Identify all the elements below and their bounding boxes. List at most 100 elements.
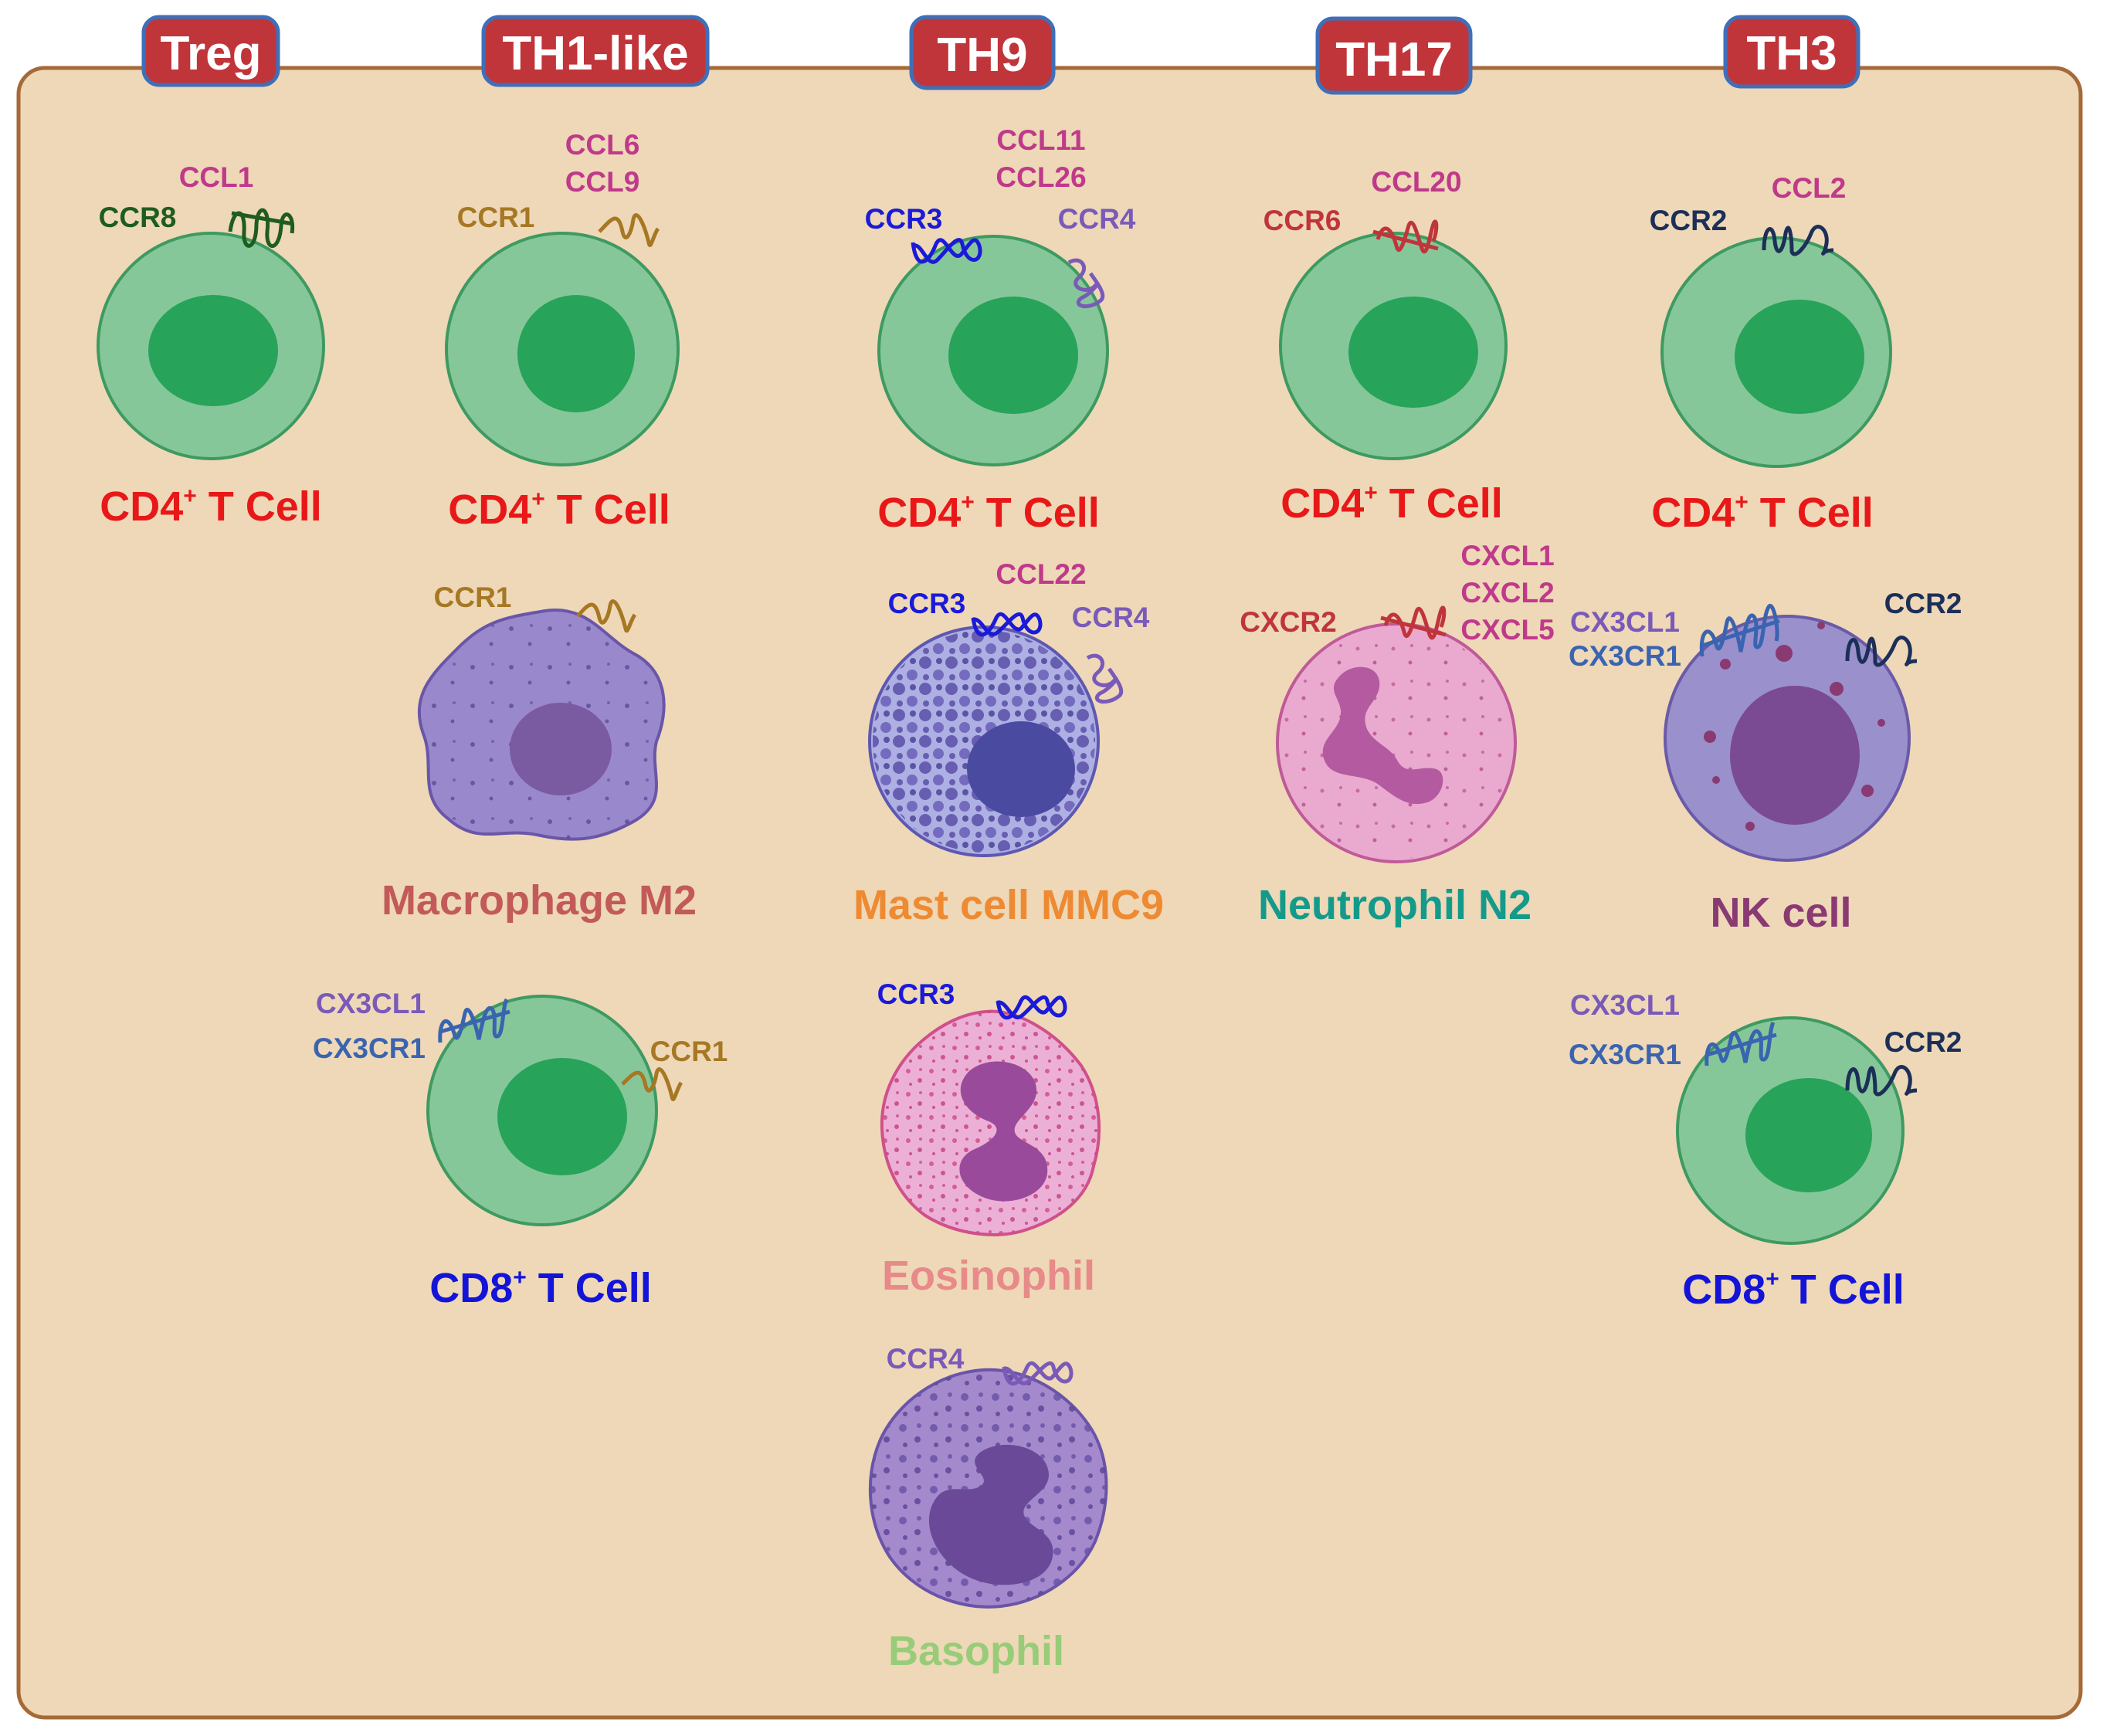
ccl2-ligand-label: CCL2	[1772, 172, 1847, 204]
ccr1-receptor-icon	[598, 213, 660, 247]
cd8-t-cell-label: CD8+ T Cell	[429, 1265, 652, 1311]
cxcl2-ligand-label: CXCL2	[1460, 577, 1554, 609]
th3-cd8-t-cell: CX3CL1 CX3CR1 CCR2 CD8+ T Cell	[1569, 989, 1962, 1313]
cd4-t-cell-label: CD4+ T Cell	[100, 483, 322, 530]
ccr3-receptor-icon	[911, 238, 982, 264]
macrophage-nucleus	[510, 703, 612, 795]
ccr4-receptor-icon	[1067, 258, 1105, 309]
ccr3-receptor-label: CCR3	[865, 203, 943, 235]
cx3cl1-ligand-label: CX3CL1	[316, 988, 426, 1019]
ccr2-receptor-label: CCR2	[1884, 1026, 1962, 1058]
cxcr2-receptor-icon	[1380, 605, 1447, 640]
ccl26-ligand-label: CCL26	[996, 161, 1086, 193]
cx3cr1-receptor-label: CX3CR1	[1569, 1039, 1681, 1070]
ccr3-receptor-label: CCR3	[888, 588, 966, 619]
ccr2-receptor-icon	[1762, 225, 1834, 256]
ccr2-receptor-label: CCR2	[1650, 205, 1728, 236]
nk-nucleus	[1730, 686, 1860, 825]
mast-cell-mmc9: CCL22 CCR3 CCR4 Mast cell MMC9	[853, 558, 1164, 928]
header-th1-like: TH1-like	[481, 15, 710, 87]
th17-cd4-t-cell: CCL20 CCR6 CD4+ T Cell	[1263, 166, 1508, 527]
cx3cr1-receptor-icon	[1704, 1021, 1777, 1066]
ccr4-receptor-icon	[1002, 1361, 1074, 1386]
ccl20-ligand-label: CCL20	[1371, 166, 1461, 198]
ccl9-ligand-label: CCL9	[565, 166, 640, 198]
eosinophil-cell: CCR3 Eosinophil	[877, 978, 1101, 1299]
th3-cd4-t-cell: CCL2 CCR2 CD4+ T Cell	[1650, 172, 1892, 536]
macrophage-m2-cell: CCR1 Macrophage M2	[382, 581, 697, 924]
ccr6-receptor-icon	[1372, 219, 1439, 254]
ccr6-receptor-label: CCR6	[1263, 205, 1342, 236]
ccr8-receptor-icon	[228, 208, 295, 249]
eosinophil-nucleus	[959, 1061, 1048, 1202]
ccr4-receptor-icon	[1086, 653, 1124, 704]
cell-nucleus	[1745, 1078, 1872, 1192]
ccl22-ligand-label: CCL22	[996, 558, 1086, 590]
cx3cr1-receptor-label: CX3CR1	[1569, 640, 1681, 672]
ccr8-receptor-label: CCR8	[99, 202, 177, 233]
header-th17-label: TH17	[1335, 33, 1453, 86]
ccl6-ligand-label: CCL6	[565, 129, 640, 161]
cell-nucleus	[1735, 300, 1864, 414]
header-treg-label: Treg	[161, 27, 262, 80]
ccl1-ligand-label: CCL1	[179, 161, 254, 193]
mast-nucleus	[967, 721, 1075, 817]
th9-cd4-t-cell: CCL11 CCL26 CCR3 CCR4 CD4+ T Cell	[865, 124, 1136, 536]
cell-nucleus	[148, 295, 278, 406]
ccr1-receptor-icon	[576, 599, 637, 633]
cx3cl1-ligand-label: CX3CL1	[1570, 606, 1680, 638]
cxcl5-ligand-label: CXCL5	[1460, 614, 1554, 646]
basophil-nucleus	[928, 1444, 1053, 1585]
cx3cr1-receptor-icon	[1699, 603, 1780, 657]
header-th3: TH3	[1723, 15, 1860, 89]
cell-nucleus	[497, 1058, 627, 1175]
ccr2-receptor-label: CCR2	[1884, 588, 1962, 619]
neutrophil-n2-cell: CXCR2 CXCL1 CXCL2 CXCL5 Neutrophil N2	[1240, 540, 1554, 928]
mast-cell-label: Mast cell MMC9	[853, 882, 1164, 928]
nk-cell: CX3CL1 CX3CR1 CCR2 NK cell	[1569, 588, 1962, 936]
ccr1-receptor-label: CCR1	[434, 581, 512, 613]
cxcr2-receptor-label: CXCR2	[1240, 606, 1336, 638]
neutrophil-nucleus	[1322, 666, 1443, 805]
ccr3-receptor-icon	[971, 612, 1043, 637]
header-th17: TH17	[1315, 16, 1473, 95]
cell-nucleus	[948, 297, 1078, 414]
basophil-cell: CCR4 Basophil	[868, 1343, 1108, 1674]
ccr4-receptor-label: CCR4	[1058, 203, 1136, 235]
ccr2-receptor-icon	[1845, 1065, 1918, 1097]
nk-cell-label: NK cell	[1710, 890, 1851, 936]
cx3cr1-receptor-icon	[438, 998, 510, 1043]
treg-cd4-t-cell: CCL1 CCR8 CD4+ T Cell	[97, 161, 325, 530]
ccr2-receptor-icon	[1845, 636, 1918, 667]
header-th1-label: TH1-like	[502, 27, 688, 80]
macrophage-m2-label: Macrophage M2	[382, 877, 697, 924]
ccr1-receptor-icon	[621, 1067, 683, 1101]
header-th9: TH9	[909, 15, 1056, 90]
cd4-t-cell-label: CD4+ T Cell	[1280, 480, 1503, 527]
cd4-t-cell-label: CD4+ T Cell	[448, 487, 670, 533]
cd4-t-cell-label: CD4+ T Cell	[1651, 490, 1874, 536]
header-th9-label: TH9	[937, 29, 1027, 82]
ccr3-receptor-label: CCR3	[877, 978, 955, 1010]
cxcl1-ligand-label: CXCL1	[1460, 540, 1554, 571]
ccl11-ligand-label: CCL11	[996, 124, 1085, 156]
th1-cd8-t-cell: CX3CL1 CX3CR1 CCR1 CD8+ T Cell	[313, 988, 728, 1311]
cell-nucleus	[1348, 297, 1478, 408]
ccr1-receptor-label: CCR1	[457, 202, 535, 233]
neutrophil-label: Neutrophil N2	[1258, 882, 1531, 928]
header-treg: Treg	[141, 15, 280, 87]
th1-cd4-t-cell: CCL6 CCL9 CCR1 CD4+ T Cell	[445, 129, 680, 533]
header-th3-label: TH3	[1746, 27, 1837, 80]
cd4-t-cell-label: CD4+ T Cell	[877, 490, 1100, 536]
eosinophil-label: Eosinophil	[882, 1253, 1095, 1299]
ccr3-receptor-icon	[996, 995, 1067, 1020]
ccr4-receptor-label: CCR4	[1072, 602, 1150, 633]
cd8-t-cell-label: CD8+ T Cell	[1682, 1266, 1905, 1313]
ccr4-receptor-label: CCR4	[887, 1343, 965, 1375]
cx3cl1-ligand-label: CX3CL1	[1570, 989, 1680, 1021]
ccr1-receptor-label: CCR1	[650, 1036, 728, 1067]
basophil-label: Basophil	[888, 1628, 1064, 1674]
cell-nucleus	[517, 295, 635, 412]
cx3cr1-receptor-label: CX3CR1	[313, 1032, 426, 1064]
